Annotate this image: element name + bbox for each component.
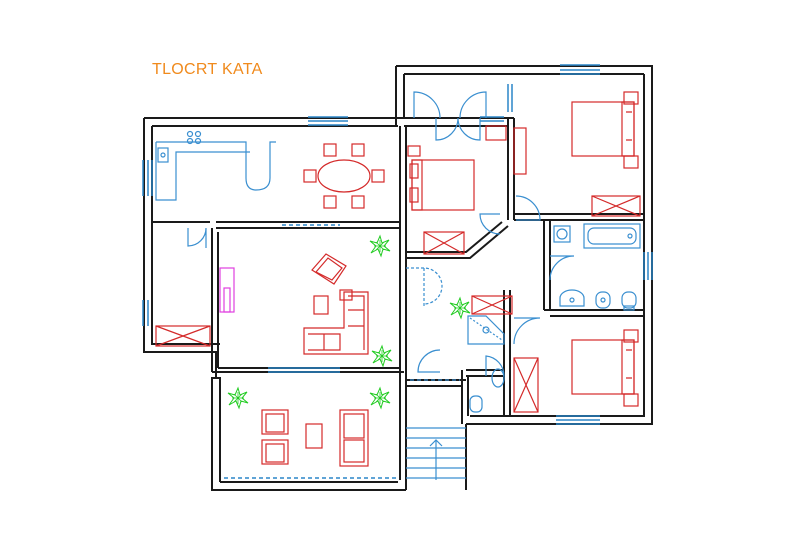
small-wardrobe — [423, 231, 465, 255]
windows — [142, 64, 653, 479]
wall-bath-bottom — [544, 309, 644, 317]
wc-toilet-icon — [469, 395, 483, 413]
wall-kitchen-bottom — [152, 221, 400, 229]
wall-living-left — [211, 228, 219, 372]
plan-title: TLOCRT KATA — [152, 61, 263, 78]
door-hall-left — [406, 267, 443, 306]
window-kitchen-west — [142, 160, 153, 196]
door-wc-right — [485, 355, 505, 377]
plants — [227, 235, 471, 409]
outer-wall-west-inner — [151, 126, 220, 345]
window-kitchen-north — [308, 116, 348, 126]
master-wardrobe — [591, 195, 641, 217]
outer-wall-north-balcony — [395, 66, 405, 126]
dining-table — [303, 143, 385, 209]
tv-stand — [219, 267, 235, 313]
plant-icon — [369, 235, 391, 257]
plant-icon — [371, 345, 393, 367]
wall-bedroom-small-right — [507, 118, 515, 220]
master-bed — [571, 91, 639, 169]
outer-wall-east-inner — [470, 74, 645, 417]
window-bath-east — [643, 252, 653, 280]
stairs-icon — [406, 427, 466, 480]
outer-wall-terrace — [216, 377, 398, 483]
living-sofa-corner — [303, 291, 369, 355]
small-side-unit — [407, 125, 507, 157]
small-bed — [409, 159, 475, 211]
terrace-table — [305, 423, 323, 449]
door-bedroom-small — [479, 213, 501, 235]
window-balcony-north — [560, 64, 600, 75]
doors — [187, 91, 575, 381]
door-bath — [549, 255, 575, 281]
bath-sink-icon — [559, 289, 585, 307]
living-armchair — [311, 253, 347, 285]
wc-washbasin-icon — [491, 368, 505, 388]
window-bedroom-third-south — [556, 415, 600, 425]
wall-wc-left — [461, 370, 469, 424]
hall-cabinet — [471, 295, 513, 315]
window-pantry-west — [142, 300, 149, 326]
terrace-sofa — [339, 409, 369, 467]
door-balcony-bottom — [435, 117, 481, 141]
window-bedroom-small-north — [480, 116, 504, 122]
stove-icon — [186, 130, 202, 145]
wall-bath-left — [543, 220, 551, 310]
door-balcony-left — [413, 91, 441, 119]
bathtub-icon — [583, 223, 641, 249]
outer-wall-north-kitchen — [144, 117, 406, 127]
door-master — [515, 195, 541, 221]
third-wardrobe — [513, 357, 539, 413]
door-pantry — [187, 227, 207, 248]
outer-wall-north-east — [396, 65, 653, 425]
wall-living-right — [399, 126, 407, 490]
plant-icon — [227, 387, 249, 409]
wall-wc-top — [466, 369, 504, 377]
fixtures — [155, 130, 641, 480]
window-balcony-east — [507, 84, 513, 112]
master-side-panel — [513, 127, 527, 175]
window-living-south — [268, 367, 340, 373]
wall-master-bottom — [514, 213, 644, 221]
wall-bedroom-small-bottom — [406, 221, 509, 259]
door-wc — [417, 349, 441, 373]
third-bed — [571, 329, 639, 407]
bath-washbasin-icon — [553, 225, 571, 243]
furniture — [155, 91, 641, 467]
plant-icon — [449, 297, 471, 319]
terrace-armchair-1 — [261, 409, 289, 435]
terrace-armchair-2 — [261, 439, 289, 465]
wall-hall-right — [503, 290, 511, 416]
shower-icon — [467, 315, 505, 345]
kitchen-sink-icon — [157, 147, 169, 163]
bidet-icon — [595, 291, 611, 309]
door-bedroom-third — [513, 317, 541, 345]
living-side-table — [339, 289, 353, 301]
pantry-cross — [155, 325, 211, 347]
door-balcony-right — [459, 91, 487, 119]
kitchen-counter — [155, 141, 276, 201]
plant-icon — [369, 387, 391, 409]
toilet-icon — [621, 291, 637, 311]
coffee-table — [313, 295, 329, 315]
